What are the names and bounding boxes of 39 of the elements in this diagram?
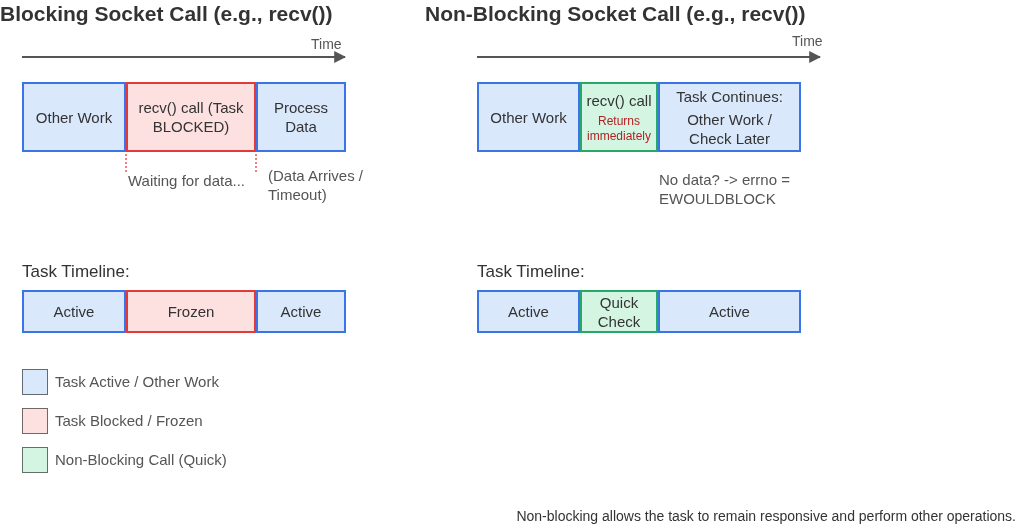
annotation: No data? -> errno = EWOULDBLOCK	[659, 170, 791, 208]
timeline-block	[580, 290, 658, 333]
axis-label: Time	[311, 36, 342, 52]
timeline-block	[658, 290, 801, 333]
timeline-block	[22, 290, 126, 333]
block-note: Returns immediately	[586, 113, 652, 144]
block-label: Active	[280, 302, 322, 321]
annotation: Waiting for data...	[128, 172, 245, 189]
block-label: Quick Check	[596, 292, 642, 331]
timeline-block	[22, 82, 126, 152]
timeline-block	[256, 82, 346, 152]
block-label: Active	[53, 302, 95, 321]
timeline-block	[126, 82, 256, 152]
timeline-heading: Task Timeline:	[477, 262, 585, 282]
timeline-block	[477, 290, 580, 333]
footnote: Non-blocking allows the task to remain responsive and perform other operations.	[516, 508, 1016, 524]
timeline-block	[580, 82, 658, 152]
block-label: Other Work	[490, 107, 567, 127]
block-note: Other Work / Check Later	[686, 109, 773, 148]
block-label: Other Work	[35, 107, 113, 127]
block-label: Task Continues:	[676, 86, 783, 106]
timeline-block	[256, 290, 346, 333]
timeline-block	[126, 290, 256, 333]
legend-label: Task Blocked / Frozen	[55, 412, 203, 429]
block-label: Process Data	[272, 98, 330, 136]
block-label: recv() call	[586, 90, 652, 110]
axis-label: Time	[792, 33, 823, 49]
block-label: Active	[709, 302, 750, 321]
section-heading: Non-Blocking Socket Call (e.g., recv())	[425, 2, 806, 26]
annotation: (Data Arrives / Timeout)	[268, 166, 365, 204]
block-label: Active	[508, 302, 549, 321]
timeline-heading: Task Timeline:	[22, 262, 130, 282]
block-label: recv() call (Task BLOCKED)	[137, 98, 245, 136]
block-label: Frozen	[167, 302, 215, 321]
section-heading: Blocking Socket Call (e.g., recv())	[0, 2, 333, 26]
legend-label: Non-Blocking Call (Quick)	[55, 451, 227, 468]
legend-label: Task Active / Other Work	[55, 373, 219, 390]
timeline-block	[658, 82, 801, 152]
timeline-block	[477, 82, 580, 152]
